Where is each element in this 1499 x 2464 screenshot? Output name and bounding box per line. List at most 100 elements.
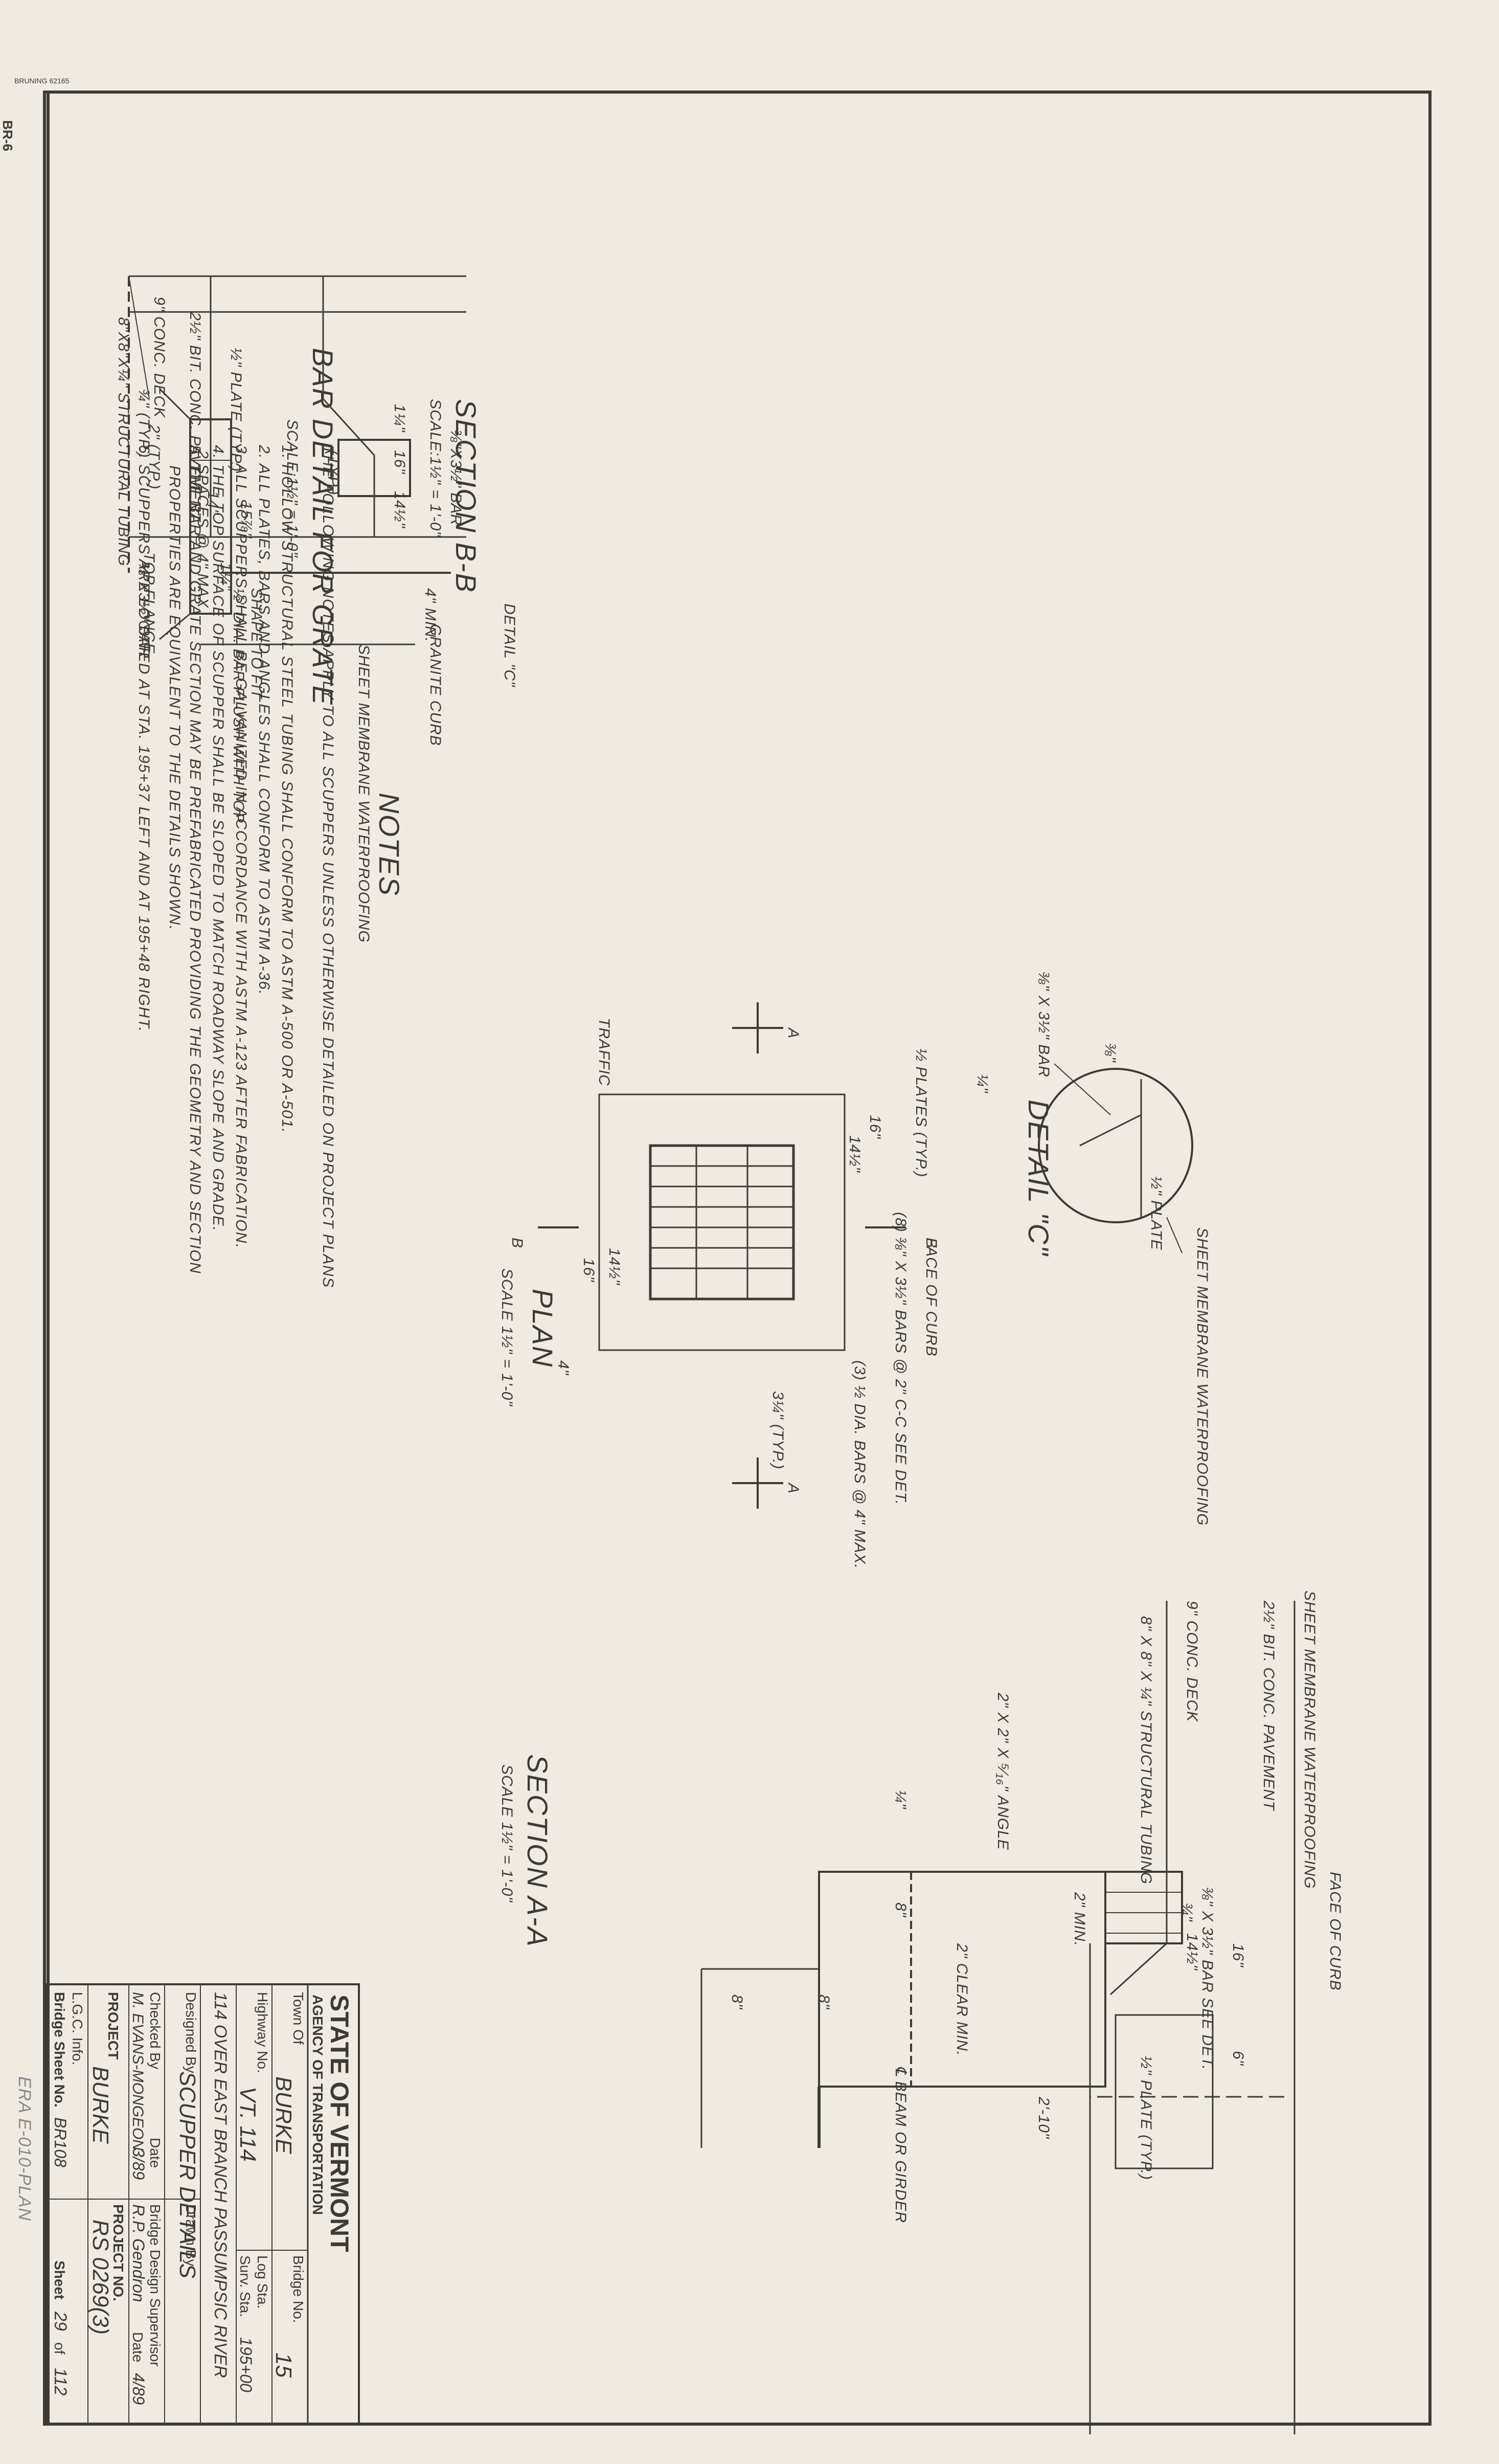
note-6: 6. SCUPPERS ARE LOCATED AT STA. 195+37 L… <box>135 445 152 1033</box>
bar-spaces: 2 SPACES @ 4" MAX. <box>194 450 211 613</box>
tb-supervisor: R.P. Gendron <box>129 2204 148 2302</box>
tb-highway-value: VT. 114 <box>235 2087 260 2162</box>
plan-scale: SCALE 1½" = 1'-0" <box>498 1268 515 1406</box>
tb-bridge-sheet-label: Bridge Sheet No. <box>52 1992 67 2108</box>
tb-over: 114 OVER EAST BRANCH PASSUMPSIC RIVER <box>211 1992 230 2378</box>
aa-membrane: SHEET MEMBRANE WATERPROOFING <box>1301 1591 1318 1889</box>
bar-d3: 1¼" <box>217 563 234 591</box>
detail-c-title: DETAIL "C" <box>1023 1100 1055 1257</box>
note-4: 4. THE TOP SURFACE OF SCUPPER SHALL BE S… <box>210 445 226 1231</box>
note-5: 5. THE BAR AND GRATE SECTION MAY BE PREF… <box>187 445 203 1274</box>
aa-pavement: 2½" BIT. CONC. PAVEMENT <box>1260 1600 1277 1811</box>
tb-project-no-label: PROJECT NO. <box>110 2204 126 2301</box>
aa-d145: 14½" <box>1184 1933 1200 1970</box>
aa-bar: ⅜" X 3½" BAR SEE DET. <box>1199 1887 1216 2070</box>
c-weld1: ⅜" <box>1102 1043 1119 1063</box>
aa-weld: ¼" <box>892 1790 909 1809</box>
bar-bar: ⅜"X3½" BAR <box>135 563 152 659</box>
tb-town-label: Town Of <box>290 1992 306 2045</box>
section-bb-drawing <box>128 275 466 645</box>
bar-detail-drawing <box>158 388 232 640</box>
aa-angle: 2" X 2" X ⁵⁄₁₆" ANGLE <box>994 1692 1011 1850</box>
aa-d210: 2'-10" <box>1035 2096 1052 2139</box>
tb-surv-sta-label: Surv. Sta. <box>237 2255 253 2317</box>
tb-bridge-no-label: Bridge No. <box>290 2255 306 2323</box>
plan-typ: 3¼" (TYP.) <box>769 1391 786 1469</box>
bar-d2: 14" <box>205 491 221 515</box>
plan-title: PLAN <box>527 1289 559 1368</box>
title-block-frame <box>46 1983 360 2425</box>
bar-d1: 15⅞" <box>238 501 255 539</box>
section-aa-scale: SCALE 1½" = 1'-0" <box>498 1764 515 1902</box>
tb-agency: AGENCY OF TRANSPORTATION <box>310 1995 326 2215</box>
sheet-border <box>43 91 1432 2426</box>
note-1: 1. HOLLOW STRUCTURAL STEEL TUBING SHALL … <box>279 445 296 1133</box>
sheet-border-bottom <box>47 92 50 2424</box>
bar-dia: ½" DIA. BAR FLUSH WITH TOP <box>230 588 247 823</box>
plan-d145b: 14½" <box>606 1248 623 1285</box>
tb-lgc-label: L.G.C. Info. <box>70 1992 85 2065</box>
tb-sheet-title: SCUPPER DETAILS <box>175 2071 200 2278</box>
bb-membrane-label: SHEET MEMBRANE WATERPROOFING <box>355 644 372 943</box>
c-plate-label: ½" PLATE <box>1148 1176 1165 1250</box>
aa-min2: 2" MIN. <box>1071 1892 1088 1946</box>
detail-c-drawing <box>1038 1063 1193 1253</box>
note-2: 2. ALL PLATES, BARS AND ANGLES SHALL CON… <box>256 444 272 995</box>
notes-heading: NOTES <box>373 793 405 897</box>
tb-date-value: 3/89 <box>129 2148 148 2180</box>
plan-d16b: 16" <box>580 1258 597 1282</box>
tb-sheet-value: 29 <box>51 2311 70 2331</box>
aa-d8a: 8" <box>892 1902 909 1918</box>
tb-state: STATE OF VERMONT <box>325 1995 354 2252</box>
tb-drawn-label: Drawn By <box>183 2204 199 2266</box>
plan-bars: (8) ⅜" X 3½" BARS @ 2" C-C SEE DET. <box>892 1212 909 1505</box>
c-bar-label: ⅜" X 3½" BAR <box>1035 972 1052 1078</box>
tb-log-sta-label: Log Sta. <box>255 2255 270 2309</box>
aa-beam: ℄ BEAM OR GIRDER <box>892 2066 909 2223</box>
tb-bridge-sheet-value: BR108 <box>51 2117 70 2167</box>
tb-date-label: Date <box>147 2138 163 2168</box>
margin-stamp: BRUNING 62165 <box>14 77 70 85</box>
plan-d145: 14½" <box>846 1135 863 1173</box>
section-aa-title: SECTION A-A <box>521 1754 554 1947</box>
section-aa-drawing <box>700 1601 1296 2434</box>
tb-checked-label: Checked By <box>147 1992 163 2069</box>
bb-top-flange-label: TOP FLANGE <box>141 552 157 654</box>
tb-date2-label: Date <box>130 2332 146 2362</box>
tb-designed-label: Designed By <box>183 1992 199 2073</box>
bb-dim-b: 16" <box>391 450 408 474</box>
bb-detail-c-label: DETAIL "C" <box>501 603 518 687</box>
note-5-cont: PROPERTIES ARE EQUIVALENT TO THE DETAILS… <box>166 465 183 931</box>
bb-dim-a: 1¼" <box>391 404 408 433</box>
tb-supervisor-label: Bridge Design Supervisor <box>147 2204 163 2367</box>
plan-mark-b2: B <box>509 1238 526 1248</box>
tb-project-value: BURKE <box>88 2066 113 2144</box>
tb-surv-sta-value: 195+00 <box>237 2337 255 2392</box>
plan-d4: 4" <box>555 1360 572 1376</box>
bb-bar-label: ⅜"X3½" BAR <box>447 430 464 526</box>
tb-date2-value: 4/89 <box>129 2373 148 2405</box>
tb-town-value: BURKE <box>271 2076 296 2154</box>
aa-d8b: 8" <box>815 1995 832 2010</box>
bb-deck-label: 9" CONC. DECK <box>151 297 168 418</box>
tb-sheet-label: Sheet <box>52 2260 67 2299</box>
tb-project-no-value: RS 0269(3) <box>88 2220 113 2335</box>
aa-d16: 16" <box>1230 1943 1246 1967</box>
section-bb-title: SECTION B-B <box>450 399 482 593</box>
tb-designer: M. EVANS-MONGEON <box>129 1992 146 2151</box>
notes-intro: THE FOLLOWING NOTES APPLY TO ALL SCUPPER… <box>320 445 336 1288</box>
plan-d16: 16" <box>867 1115 883 1139</box>
tb-highway-label: Highway No. <box>255 1992 270 2073</box>
c-weld2: ¼" <box>974 1074 991 1093</box>
bar-d4: 2" (TYP.) <box>146 424 163 489</box>
tb-project-label: PROJECT <box>105 1992 121 2059</box>
note-3: 3. ALL SCUPPERS SHALL BE GALVANIZED IN A… <box>233 445 249 1249</box>
tb-of-label: of <box>52 2342 67 2355</box>
aa-tubing: 8" X 8" X ¼" STRUCTURAL TUBING <box>1138 1616 1154 1885</box>
tb-sheet-total: 112 <box>51 2368 70 2395</box>
plan-dia-bars: (3) ½ DIA. BARS @ 4" MAX. <box>851 1360 868 1569</box>
bar-shape: SHAPE TO FIT <box>248 588 265 700</box>
bb-dim-c: 14½" <box>391 491 408 528</box>
